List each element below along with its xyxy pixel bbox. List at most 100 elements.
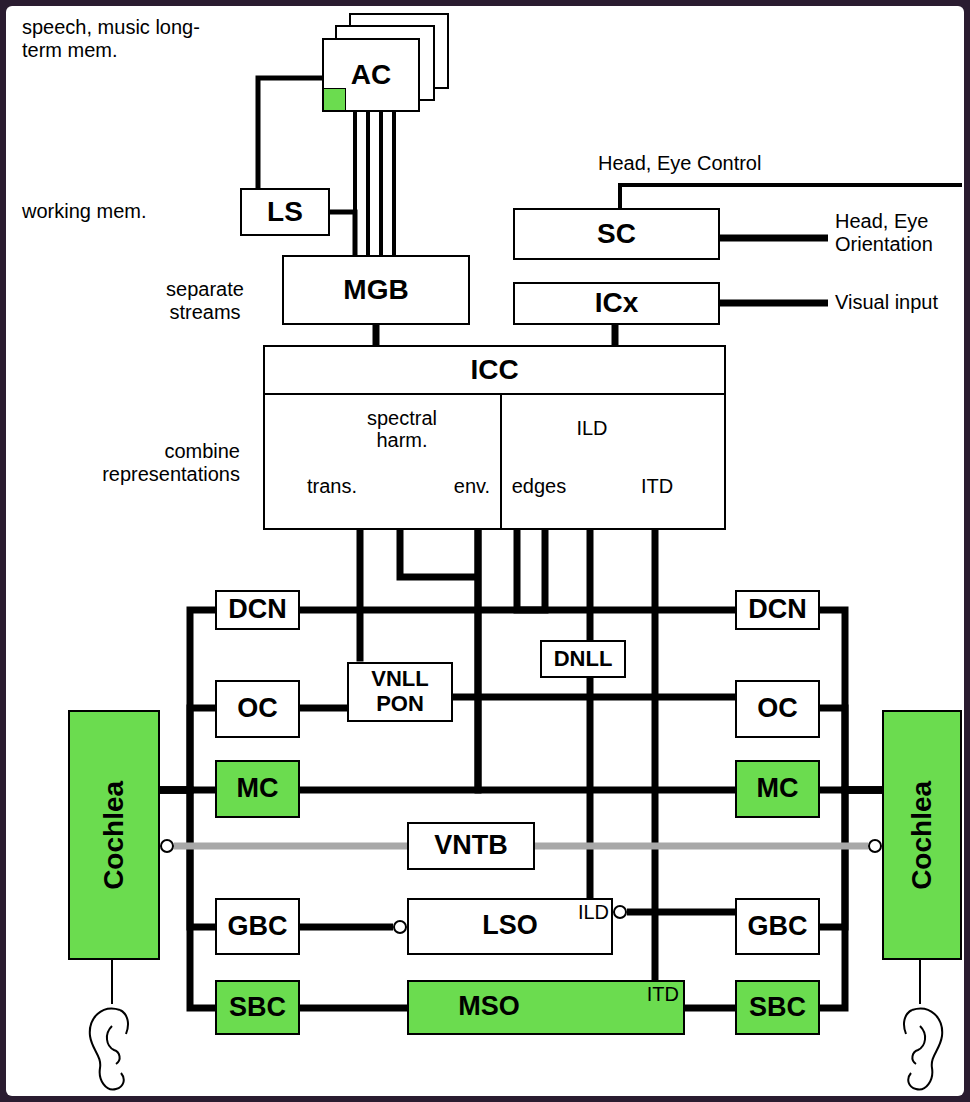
connector (376, 325, 377, 345)
leader-line (720, 300, 828, 307)
nucleus-box: DCN (215, 590, 300, 630)
nucleus-box: VNLL PON (347, 662, 453, 722)
ear-line (919, 960, 921, 1004)
nucleus-box: DNLL (540, 640, 626, 678)
node-label: AC (351, 60, 391, 91)
node-label: VNTB (434, 831, 508, 861)
synapse-circle (161, 840, 173, 852)
pathway-line (300, 924, 393, 931)
connector (360, 530, 361, 662)
node-label: DNLL (554, 647, 613, 671)
nucleus-box: MGB (282, 255, 470, 325)
nucleus-box: MC (735, 760, 820, 818)
pathway-line (453, 694, 735, 701)
leader-line (620, 185, 962, 208)
node-label: SBC (749, 993, 806, 1023)
connector (355, 112, 394, 255)
pathway-line (357, 530, 364, 662)
connector (160, 790, 215, 1008)
connector (685, 1008, 735, 1009)
node-label: MC (757, 774, 799, 804)
nucleus-box: DCN (735, 590, 820, 630)
pathway-line (820, 708, 882, 790)
connector (535, 840, 881, 852)
node-label: trans. (292, 475, 372, 497)
connector (258, 78, 322, 188)
nucleus-box: SC (513, 208, 720, 260)
pathway-line (258, 78, 322, 188)
connector (160, 708, 215, 790)
connector (590, 530, 591, 640)
connector (614, 906, 735, 918)
nucleus-box: MSO ITD (407, 980, 685, 1035)
pathway-line (300, 530, 478, 790)
divider-line (265, 393, 724, 395)
nucleus-box: GBC (215, 898, 300, 955)
pathway-line (174, 843, 407, 850)
pathway-line (160, 790, 215, 1008)
cochlea-box: Cochlea (882, 710, 962, 960)
pathway-line (160, 610, 215, 790)
pathway-line (535, 843, 868, 850)
node-label: VNLL PON (349, 667, 451, 715)
nucleus-box: SBC (215, 980, 300, 1035)
node-label: SBC (229, 993, 286, 1023)
nucleus-box: SBC (735, 980, 820, 1035)
node-label: ICC (265, 355, 724, 386)
connector (300, 530, 478, 790)
node-label: ITD (635, 983, 679, 1005)
node-label: OC (757, 694, 798, 724)
pathway-line (355, 112, 394, 255)
node-label: SC (597, 219, 636, 250)
node-label: ILD (567, 901, 609, 923)
ear-rim (904, 1010, 912, 1034)
node-label: MSO (409, 992, 569, 1022)
annotation: separate streams (150, 278, 260, 324)
ear-line (111, 960, 113, 1004)
pathway-line (517, 530, 735, 610)
connector (300, 1008, 407, 1009)
pathway-line (300, 1005, 407, 1012)
node-label: LS (267, 197, 303, 228)
ear-rim (120, 1010, 128, 1034)
nucleus-box: LSOILD (407, 898, 613, 955)
pathway-line (373, 325, 380, 345)
leader-line (720, 235, 828, 242)
connector (160, 610, 215, 790)
memory-box: LS (240, 188, 330, 236)
marker-square (324, 88, 346, 110)
nucleus-box: OC (215, 680, 300, 738)
annotation: Head, Eye Orientation (835, 210, 960, 256)
synapse-circle (394, 921, 406, 933)
node-label: OC (237, 694, 278, 724)
connector (453, 697, 735, 698)
node-label: Cochlea (99, 781, 130, 890)
connector (300, 921, 406, 933)
node-label: ICx (595, 288, 639, 319)
connector (300, 530, 545, 610)
pathway-line (300, 705, 347, 712)
connector (615, 325, 616, 345)
connector (820, 708, 882, 790)
connector (300, 708, 347, 709)
nucleus-box: VNTB (407, 822, 535, 870)
ear-outline (90, 1009, 124, 1090)
pathway-line (820, 790, 882, 1008)
annotation: Head, Eye Control (598, 152, 818, 175)
pathway-line (685, 1005, 735, 1012)
ear-icon (90, 1009, 128, 1090)
ear-outline (908, 1009, 942, 1090)
node-label: MGB (343, 275, 408, 306)
node-label: env. (437, 475, 507, 497)
divider-line (500, 393, 502, 528)
nucleus-box: ICx (513, 282, 720, 325)
pathway-line (627, 909, 735, 916)
node-label: DCN (228, 595, 287, 625)
annotation: Visual input (835, 291, 960, 314)
connector (330, 212, 355, 255)
pathway-line (478, 530, 735, 790)
annotation: combine representations (30, 440, 240, 486)
pathway-line (330, 212, 355, 255)
node-label: DCN (748, 595, 807, 625)
node-label: ITD (622, 475, 692, 497)
